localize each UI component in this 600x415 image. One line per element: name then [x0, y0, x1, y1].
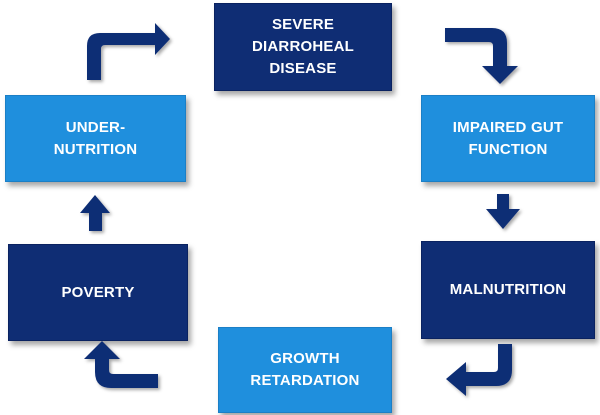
node-label: POVERTY [61, 283, 135, 301]
arrow-growth-to-poverty [84, 341, 158, 388]
node-label: IMPAIRED GUT FUNCTION [452, 118, 564, 158]
node-growth-retardation: GROWTH RETARDATION [218, 327, 392, 413]
arrow-malnutrition-to-growth [446, 344, 512, 396]
arrow-poverty-to-under [80, 195, 110, 231]
arrow-impaired-to-malnutrition [486, 194, 520, 229]
node-poverty: POVERTY [8, 244, 188, 341]
node-impaired-gut-function: IMPAIRED GUT FUNCTION [421, 95, 595, 182]
node-label: UNDER- NUTRITION [53, 118, 138, 158]
arrow-under-to-severe [87, 23, 170, 80]
node-under-nutrition: UNDER- NUTRITION [5, 95, 186, 182]
node-severe-diarroheal-disease: SEVERE DIARROHEAL DISEASE [214, 3, 392, 91]
node-label: MALNUTRITION [449, 281, 567, 299]
node-label: GROWTH RETARDATION [250, 350, 360, 389]
arrow-severe-to-impaired [445, 28, 518, 84]
node-malnutrition: MALNUTRITION [421, 241, 595, 339]
node-label: SEVERE DIARROHEAL DISEASE [252, 16, 354, 77]
